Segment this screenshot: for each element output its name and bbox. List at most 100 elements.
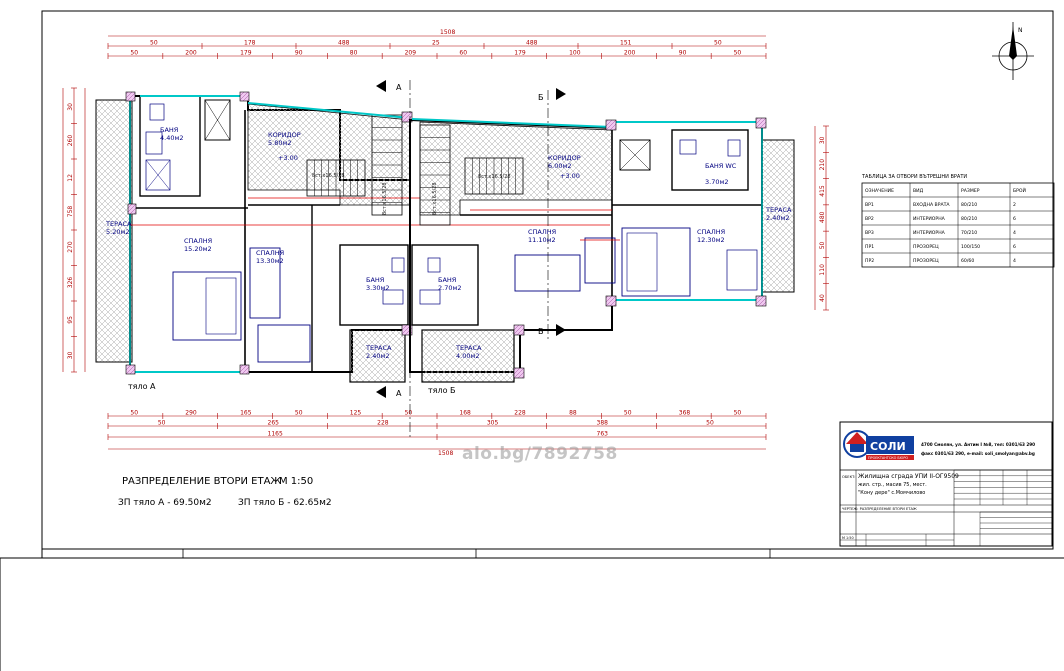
table-cell: ИНТЕРИОРНА [913, 216, 946, 222]
dim-left: 260 [67, 135, 74, 147]
dim-left: 30 [67, 103, 74, 111]
dim-top: 179 [514, 50, 526, 57]
room-name: СПАЛНЯ [697, 228, 725, 236]
dim-bottom: 88 [569, 410, 577, 417]
table-cell: ПРОЗОРЕЦ [913, 258, 939, 264]
stair-label: 8ст.х16.5/28 [478, 174, 511, 180]
table-cell: 60/60 [961, 258, 974, 264]
table-cell: ВР3 [865, 230, 874, 236]
company-contacts: факс 0301/63 290, e-mail: soli_smolyan@a… [921, 451, 1035, 456]
dim-bottom: 50 [158, 420, 166, 427]
area-body-b: ЗП тяло Б - 62.65м2 [238, 498, 332, 508]
dim-right: 480 [819, 211, 826, 223]
dim-top: 151 [620, 40, 632, 47]
dim-bottom: 388 [597, 420, 609, 427]
stair-label: 8ст.х16.5/28 [382, 182, 388, 215]
dim-top: 50 [130, 50, 138, 57]
room-name: БАНЯ [438, 276, 456, 284]
table-cell: 4 [1013, 230, 1016, 236]
dim-top: 50 [150, 40, 158, 47]
room-area: 2.40м2 [366, 352, 390, 360]
dim-top: 25 [432, 40, 440, 47]
section-markers: А А Б Б [376, 80, 566, 440]
dim-bottom: 763 [597, 431, 609, 438]
dim-bottom: 50 [130, 410, 138, 417]
level-mark: +3.00 [560, 172, 580, 180]
body-a-label: тяло А [128, 382, 156, 391]
dim-bottom: 125 [350, 410, 362, 417]
object-label: ОБЕКТ: [842, 475, 856, 479]
level-mark: +3.00 [278, 154, 298, 162]
table-cell: 70/210 [961, 230, 977, 236]
title-block: СОЛИ ПРОЕКТАНТСКО БЮРО 4700 Смолян, ул. … [839, 421, 1053, 547]
dim-bottom: 50 [624, 410, 632, 417]
table-cell: 80/210 [961, 202, 977, 208]
scale-label: М 1:50 [842, 536, 854, 540]
room-area: 6.00м2 [548, 162, 572, 170]
section-b-top: Б [538, 93, 544, 102]
dim-bottom: 228 [514, 410, 526, 417]
room-area: 4.40м2 [160, 134, 184, 142]
dim-right: 50 [819, 241, 826, 249]
dim-top-total: 1508 [440, 29, 455, 36]
table-cell: 100/150 [961, 244, 980, 250]
room-area: 11.10м2 [528, 236, 556, 244]
object-line3: "Кону дере" с.Момчилово [858, 490, 925, 496]
dim-top: 50 [734, 50, 742, 57]
room-name: ТЕРАСА [455, 344, 482, 352]
dim-bottom: 50 [295, 410, 303, 417]
dim-top: 488 [338, 40, 350, 47]
dim-top: 60 [459, 50, 467, 57]
section-a-top: А [396, 83, 402, 92]
dim-bottom: 228 [377, 420, 389, 427]
room-name: БАНЯ [160, 126, 178, 134]
room-area: 12.30м2 [697, 236, 725, 244]
table-cell: 80/210 [961, 216, 977, 222]
room-name: ТЕРАСА [365, 344, 392, 352]
dim-bottom-total: 1508 [438, 450, 453, 457]
room-name: СПАЛНЯ [528, 228, 556, 236]
table-header: ВИД [913, 188, 924, 194]
object-name: Жилищна сграда УПИ II-ОГ9509 [858, 473, 959, 480]
dim-top: 178 [244, 40, 256, 47]
drawing-caption: РАЗПРЕДЕЛЕНИЕ ВТОРИ ЕТАЖ М 1:50 ЗП тяло … [118, 476, 332, 508]
north-label: N [1018, 27, 1023, 34]
section-a-bottom: А [396, 389, 402, 398]
dim-bottom: 265 [268, 420, 280, 427]
dim-top: 100 [569, 50, 581, 57]
table-cell: ПРОЗОРЕЦ [913, 244, 939, 250]
section-b-bottom: Б [538, 327, 544, 336]
room-area: 5.20м2 [106, 228, 130, 236]
sheet-label: ЧЕРТЕЖ: РАЗПРЕДЕЛЕНИЕ ВТОРИ ЕТАЖ [842, 507, 917, 511]
north-arrow-icon: N [992, 22, 1034, 80]
dim-bottom: 50 [734, 410, 742, 417]
dim-top: 90 [295, 50, 303, 57]
dim-top: 200 [185, 50, 197, 57]
dim-bottom: 1165 [268, 431, 283, 438]
room-area: 15.20м2 [184, 245, 212, 253]
table-cell: ПР2 [865, 258, 874, 264]
room-area: 3.70м2 [705, 178, 729, 186]
company-address: 4700 Смолян, ул. Антим I №8, тел: 0301/6… [921, 442, 1035, 447]
drawing-title: РАЗПРЕДЕЛЕНИЕ ВТОРИ ЕТАЖ [122, 476, 281, 487]
table-header: ОЗНАЧЕНИЕ [865, 188, 894, 194]
room-name: КОРИДОР [268, 131, 301, 139]
room-area: 2.70м2 [438, 284, 462, 292]
room-area: 2.40м2 [766, 214, 790, 222]
room-name: СПАЛНЯ [184, 237, 212, 245]
dim-bottom: 290 [185, 410, 197, 417]
room-labels: БАНЯ 4.40м2 КОРИДОР 5.80м2 КОРИДОР 6.00м… [105, 126, 792, 395]
watermark: alo.bg/7892758 [462, 444, 618, 464]
company-logo-icon: СОЛИ ПРОЕКТАНТСКО БЮРО [843, 430, 914, 460]
drawing-scale: М 1:50 [279, 476, 313, 487]
room-name: БАНЯ WC [705, 162, 737, 170]
dim-top: 209 [405, 50, 417, 57]
company-sub: ПРОЕКТАНТСКО БЮРО [868, 456, 908, 460]
stair-label: 8ст.х16.5/28 [432, 182, 438, 215]
table-cell: ВР1 [865, 202, 874, 208]
